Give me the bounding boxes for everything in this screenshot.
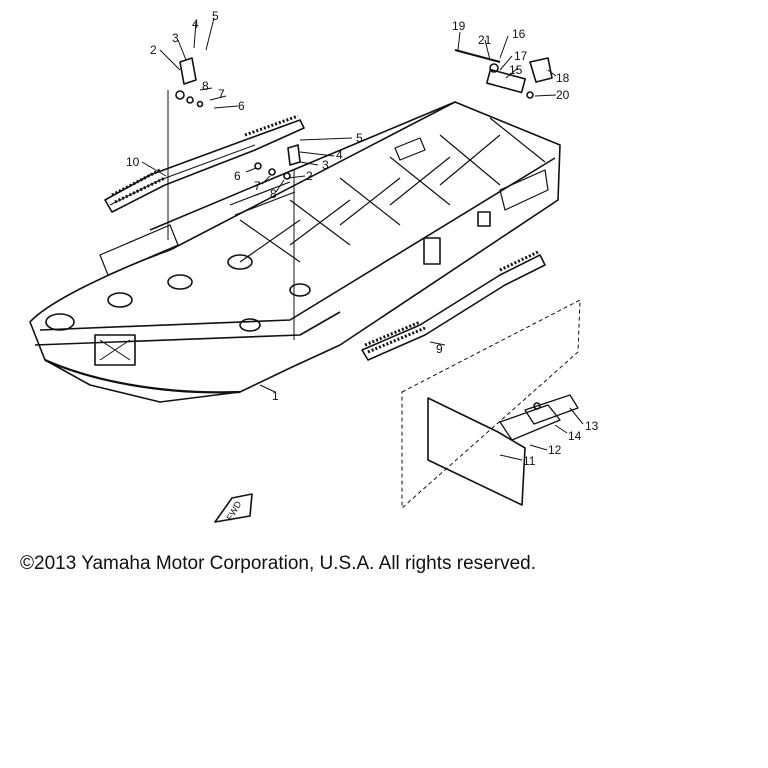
callout-8a: 8 [202,79,209,93]
clip-assembly-center [254,144,301,180]
callout-6b: 6 [234,169,241,183]
callout-8b: 8 [270,187,277,201]
callout-labels: 1 2 2 3 3 4 4 5 5 6 6 7 7 8 8 9 10 11 12… [126,9,599,522]
callout-10: 10 [126,155,140,169]
callout-1: 1 [272,389,279,403]
running-board-left [104,114,305,213]
parts-diagram: 1 2 2 3 3 4 4 5 5 6 6 7 7 8 8 9 10 11 12… [29,9,599,523]
callout-9: 9 [436,342,443,356]
forward-arrow-icon [214,493,253,523]
callout-21: 21 [478,33,492,47]
callout-12: 12 [548,443,562,457]
callout-4a: 4 [192,17,199,31]
callout-20: 20 [556,88,570,102]
callout-7b: 7 [254,179,261,193]
callout-7a: 7 [218,87,225,101]
hitch-bracket [454,49,553,99]
callout-11: 11 [523,454,536,468]
callout-2a: 2 [150,43,157,57]
running-board-right [361,250,546,361]
frame-body [29,101,561,403]
callout-3b: 3 [322,158,329,172]
callout-6a: 6 [238,99,245,113]
callout-5b: 5 [356,131,363,145]
leader-lines [141,17,584,461]
copyright-notice: ©2013 Yamaha Motor Corporation, U.S.A. A… [20,553,536,574]
callout-18: 18 [556,71,570,85]
callout-5a: 5 [212,9,219,23]
callout-17: 17 [514,49,528,63]
callout-4b: 4 [336,148,343,162]
callout-14: 14 [568,429,582,443]
clip-assembly-upper [175,57,204,108]
callout-19: 19 [452,19,466,33]
callout-16: 16 [512,27,526,41]
callout-15: 15 [509,63,523,77]
callout-2b: 2 [306,169,313,183]
callout-13: 13 [585,419,599,433]
snow-flap-assembly [401,299,581,509]
callout-3a: 3 [172,31,179,45]
